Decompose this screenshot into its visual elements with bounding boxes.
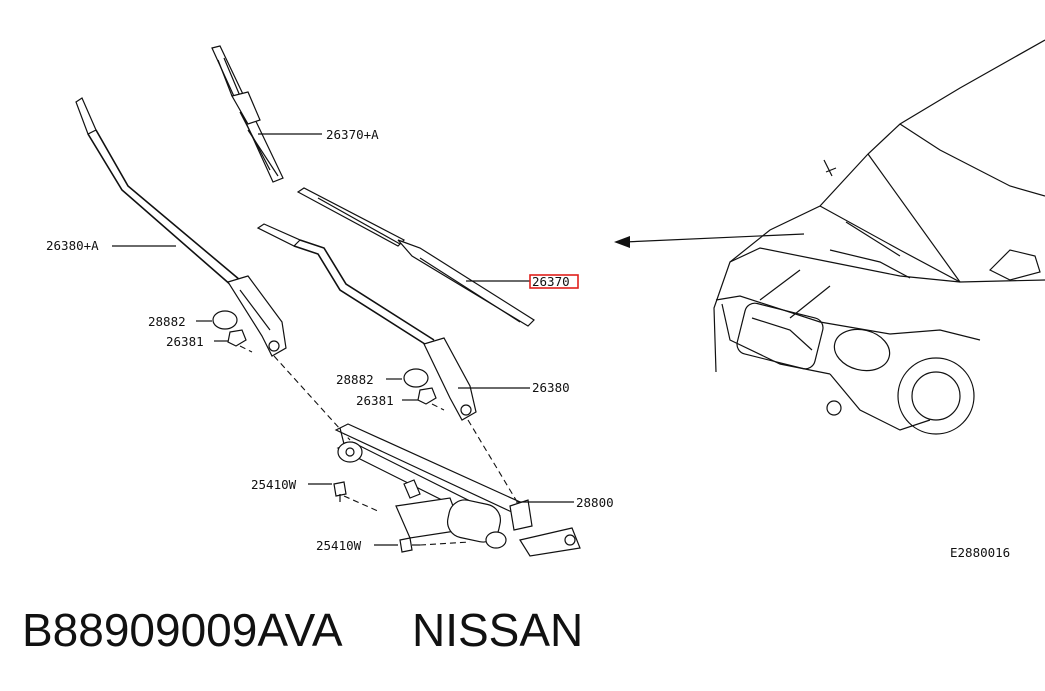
pivot-nut-1 <box>227 329 247 347</box>
label-nut-1[interactable]: 26381 <box>166 334 204 349</box>
pivot-nut-2 <box>417 387 437 405</box>
wiper-motor <box>395 497 581 557</box>
label-bolt-2[interactable]: 25410W <box>316 538 362 553</box>
wiper-arm-a <box>75 97 287 357</box>
label-arm[interactable]: 26380 <box>532 380 570 395</box>
arrow-head-icon <box>614 236 630 248</box>
label-cap-1[interactable]: 28882 <box>148 314 186 329</box>
location-arrow <box>623 233 805 243</box>
label-bolt-1[interactable]: 25410W <box>251 477 297 492</box>
label-nut-2[interactable]: 26381 <box>356 393 394 408</box>
label-blade-highlighted[interactable]: 26370 <box>532 274 570 289</box>
install-line-1 <box>273 355 351 441</box>
pivot-cap-1 <box>212 310 238 330</box>
pivot-cap-2 <box>403 368 429 388</box>
label-cap-2[interactable]: 28882 <box>336 372 374 387</box>
wiper-blade-a <box>211 45 284 183</box>
vehicle-outline <box>713 39 1045 435</box>
label-blade-a[interactable]: 26370+A <box>326 127 379 142</box>
figure-code: E2880016 <box>950 545 1010 560</box>
brand-name: NISSAN <box>412 604 583 656</box>
bolt-1 <box>333 481 347 502</box>
part-number: B88909009AVA <box>22 604 343 656</box>
bolt-2 <box>399 537 420 553</box>
label-linkage[interactable]: 28800 <box>576 495 614 510</box>
wiper-arm <box>256 223 477 421</box>
highlight-box <box>529 274 579 289</box>
label-arm-a[interactable]: 26380+A <box>46 238 99 253</box>
install-line-2 <box>467 419 517 501</box>
wiper-blade <box>296 187 535 327</box>
